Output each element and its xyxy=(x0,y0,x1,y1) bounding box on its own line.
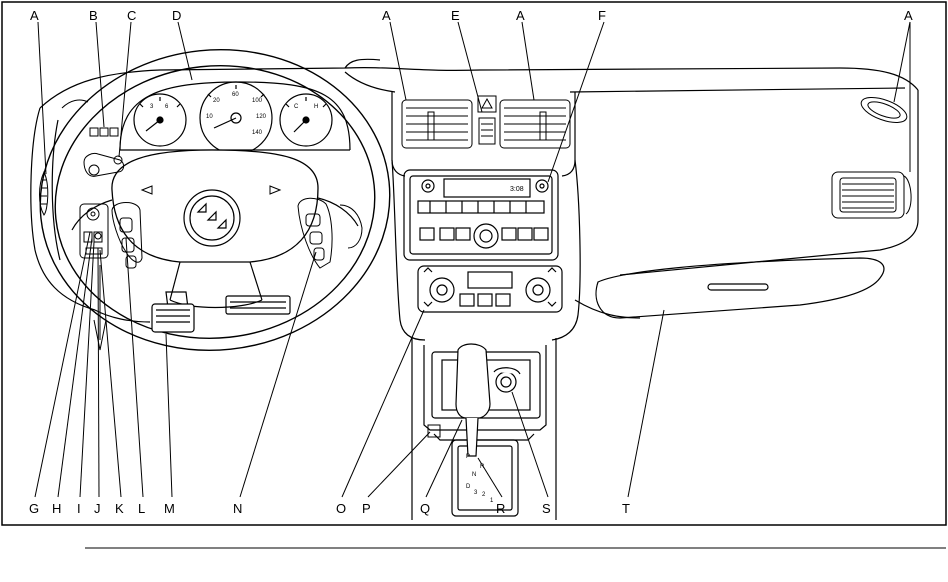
buick-emblem xyxy=(183,189,241,247)
left-side-vent xyxy=(39,99,89,216)
callout-labels: A B C D A E A F A G H I J K L M N O P Q … xyxy=(29,8,913,516)
label-f: F xyxy=(598,8,606,23)
label-t: T xyxy=(622,501,630,516)
svg-text:H: H xyxy=(314,104,318,110)
pedals xyxy=(151,291,291,333)
svg-text:P: P xyxy=(466,454,470,460)
svg-text:3: 3 xyxy=(150,104,154,110)
radio-clock-display: 3:08 xyxy=(510,186,524,193)
svg-text:2: 2 xyxy=(482,492,486,498)
label-e: E xyxy=(451,8,460,23)
shift-lever xyxy=(455,343,521,457)
label-c: C xyxy=(127,8,136,23)
diagram-frame xyxy=(1,1,947,526)
radio-unit xyxy=(403,169,559,261)
right-wheel-controls xyxy=(297,197,333,269)
svg-text:R: R xyxy=(480,464,485,470)
turn-signal-lever xyxy=(83,153,125,177)
left-lower-controls xyxy=(79,203,109,351)
label-a-4: A xyxy=(904,8,913,23)
svg-text:3: 3 xyxy=(474,490,478,496)
svg-text:N: N xyxy=(472,472,476,478)
label-n: N xyxy=(233,501,242,516)
svg-text:10: 10 xyxy=(206,114,213,120)
dashboard-outline xyxy=(30,58,919,341)
svg-text:D: D xyxy=(466,484,471,490)
center-right-vent xyxy=(499,99,571,149)
label-m: M xyxy=(164,501,175,516)
horn-icons xyxy=(140,185,282,195)
label-r: R xyxy=(496,501,505,516)
label-a-1: A xyxy=(30,8,39,23)
label-l: L xyxy=(138,501,145,516)
svg-text:6: 6 xyxy=(165,104,169,110)
svg-text:20: 20 xyxy=(213,98,220,104)
label-i: I xyxy=(77,501,81,516)
label-a-2: A xyxy=(382,8,391,23)
hazard-warning-button xyxy=(477,95,497,145)
center-left-vent xyxy=(401,99,473,149)
console-switch xyxy=(427,424,441,438)
right-side-vent xyxy=(831,97,912,219)
svg-text:1: 1 xyxy=(490,498,494,504)
label-j: J xyxy=(94,501,101,516)
label-a-3: A xyxy=(516,8,525,23)
svg-text:120: 120 xyxy=(256,114,267,120)
svg-text:140: 140 xyxy=(252,130,263,136)
steering-spokes xyxy=(71,197,359,309)
steering-wheel xyxy=(39,49,391,351)
label-p: P xyxy=(362,501,371,516)
svg-text:C: C xyxy=(294,104,299,110)
right-stalk xyxy=(339,204,363,249)
label-q: Q xyxy=(420,501,430,516)
label-k: K xyxy=(115,501,124,516)
label-d: D xyxy=(172,8,181,23)
center-console xyxy=(411,338,557,520)
steering-hub xyxy=(111,149,319,263)
climate-control xyxy=(417,265,563,313)
label-o: O xyxy=(336,501,346,516)
label-b: B xyxy=(89,8,98,23)
gear-indicator: P R N D 3 2 1 xyxy=(466,454,494,504)
label-s: S xyxy=(542,501,551,516)
cluster-buttons xyxy=(89,127,119,137)
svg-text:100: 100 xyxy=(252,98,263,104)
label-g: G xyxy=(29,501,39,516)
leader-lines xyxy=(34,21,911,498)
svg-text:60: 60 xyxy=(232,92,239,98)
left-wheel-controls xyxy=(111,202,143,269)
label-h: H xyxy=(52,501,61,516)
cluster-numerals: 20 60 100 10 120 140 3 6 C H xyxy=(150,92,318,136)
